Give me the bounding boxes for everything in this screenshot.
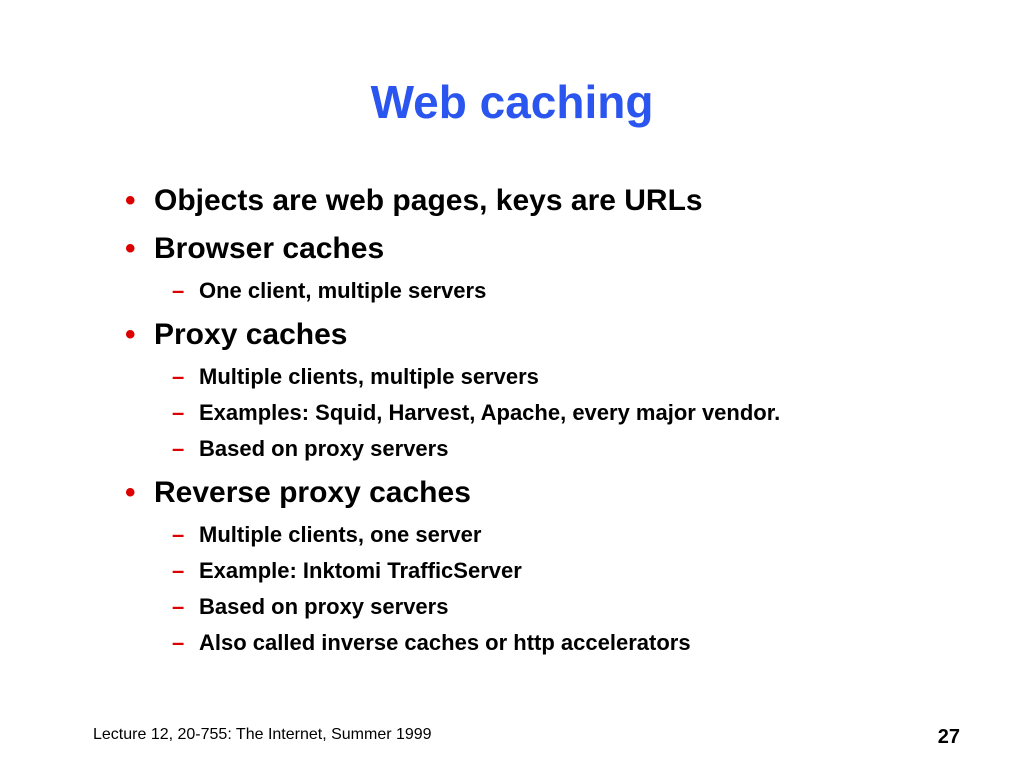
sub-bullet-text: Multiple clients, one server [199,522,482,547]
dash-marker: – [172,630,185,655]
dash-marker: – [172,558,185,583]
bullet-marker: • [125,184,136,217]
sub-bullet-text: Based on proxy servers [199,436,449,461]
dash-marker: – [172,364,185,389]
bullet-marker: • [125,232,136,265]
page-number: 27 [937,726,960,748]
bullet-text: Objects are web pages, keys are URLs [154,184,703,217]
sub-bullet-text: Based on proxy servers [199,594,449,619]
dash-marker: – [172,400,185,425]
dash-marker: – [172,278,185,303]
bullet-marker: • [125,318,136,351]
bullet-text: Proxy caches [154,318,348,351]
bullet-marker: • [125,476,136,509]
sub-bullet-text: Example: Inktomi TrafficServer [199,558,522,583]
dash-marker: – [172,594,185,619]
sub-bullet-text: Also called inverse caches or http accel… [199,630,691,655]
sub-bullet-text: Examples: Squid, Harvest, Apache, every … [199,400,781,425]
bullet-text: Reverse proxy caches [154,476,471,509]
dash-marker: – [172,522,185,547]
dash-marker: – [172,436,185,461]
slide-footer: Lecture 12, 20-755: The Internet, Summer… [93,726,432,743]
slide-title: Web caching [370,76,654,128]
sub-bullet-text: One client, multiple servers [199,278,487,303]
sub-bullet-text: Multiple clients, multiple servers [199,364,539,389]
bullet-text: Browser caches [154,232,385,265]
